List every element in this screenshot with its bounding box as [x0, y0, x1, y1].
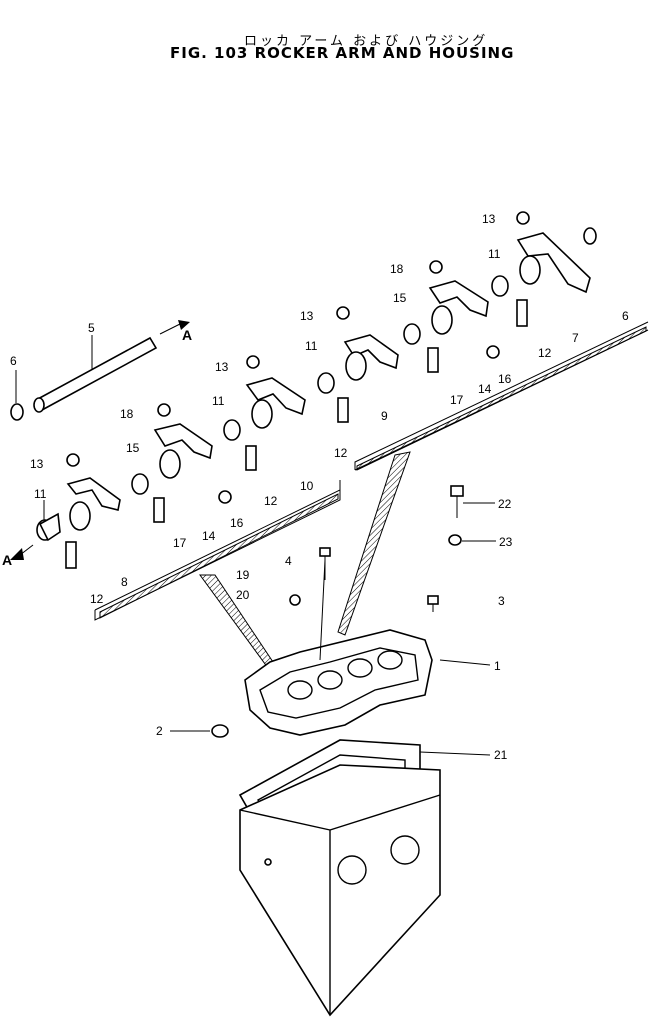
callout-17: 17 [450, 393, 464, 407]
callout-11: 11 [488, 247, 501, 261]
rocker-arm-8 [10, 477, 121, 569]
rocker-arm-7 [491, 211, 597, 327]
callout-labels: 13 13 13 13 11 11 11 11 18 18 15 15 6 6 … [2, 212, 629, 762]
callout-15: 15 [393, 291, 407, 305]
rocker-arm-10 [223, 355, 306, 471]
callout-23: 23 [499, 535, 513, 549]
callout-11: 11 [212, 394, 225, 408]
callout-13: 13 [30, 457, 44, 471]
callout-6: 6 [10, 354, 17, 368]
callout-7: 7 [572, 331, 579, 345]
callout-13: 13 [482, 212, 496, 226]
callout-15: 15 [126, 441, 140, 455]
callout-13: 13 [215, 360, 229, 374]
support-plane [94, 321, 649, 669]
callout-21: 21 [494, 748, 508, 762]
callout-19: 19 [236, 568, 250, 582]
arrow-label-a: A [2, 552, 12, 568]
callout-12: 12 [90, 592, 104, 606]
callout-18: 18 [120, 407, 134, 421]
washer-23 [448, 534, 496, 546]
plug-left [10, 370, 24, 421]
rocker-housing [244, 547, 491, 736]
rocker-arm-9 [317, 306, 399, 423]
title-japanese: ロッカ アーム および ハウジング [244, 34, 489, 49]
callout-11: 11 [34, 487, 47, 501]
callout-1: 1 [494, 659, 501, 673]
callout-11: 11 [305, 339, 318, 353]
callout-10: 10 [300, 479, 314, 493]
callout-3: 3 [498, 594, 505, 608]
callout-4: 4 [285, 554, 292, 568]
rocker-shaft [33, 320, 190, 413]
rocker-arm-14-left [66, 403, 232, 523]
callout-18: 18 [390, 262, 404, 276]
callout-13: 13 [300, 309, 314, 323]
callout-12: 12 [538, 346, 552, 360]
callout-5: 5 [88, 321, 95, 335]
figure-title: FIG. 103 ROCKER ARM AND HOUSING [170, 44, 515, 62]
callout-8: 8 [121, 575, 128, 589]
bolt-22 [450, 485, 495, 518]
callout-17: 17 [173, 536, 187, 550]
rocker-arm-14-right [403, 260, 500, 373]
callout-12: 12 [334, 446, 348, 460]
callout-6: 6 [622, 309, 629, 323]
arrow-label-a: A [182, 327, 192, 343]
callout-14: 14 [202, 529, 216, 543]
callout-2: 2 [156, 724, 163, 738]
cylinder-head-block [239, 764, 441, 1017]
callout-16: 16 [230, 516, 244, 530]
callout-20: 20 [236, 588, 250, 602]
callout-12: 12 [264, 494, 278, 508]
callout-14: 14 [478, 382, 492, 396]
callout-16: 16 [498, 372, 512, 386]
plug-2 [170, 724, 229, 738]
callout-22: 22 [498, 497, 512, 511]
callout-9: 9 [381, 409, 388, 423]
